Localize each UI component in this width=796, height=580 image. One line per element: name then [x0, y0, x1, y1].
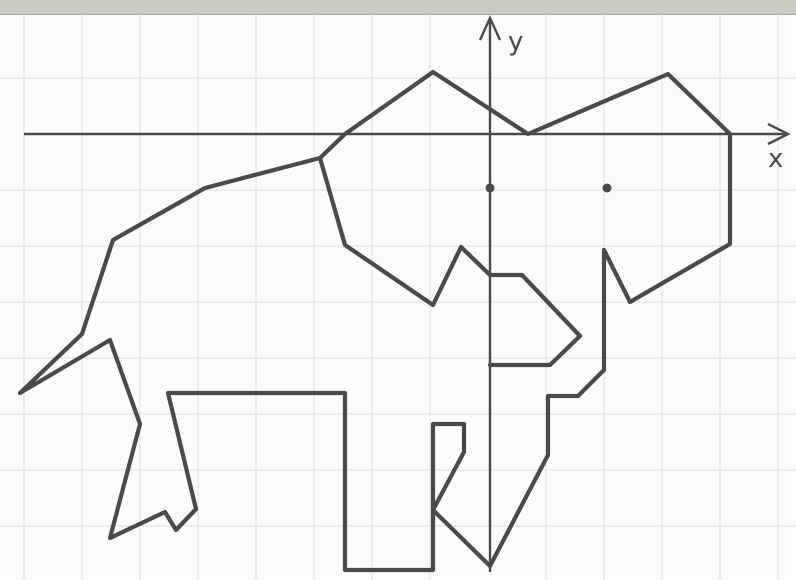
elephant-back-and-tail: [20, 72, 730, 570]
y-axis-label: y: [508, 27, 523, 57]
elephant-eye-dot: [603, 184, 612, 193]
x-axis-label: x: [768, 144, 783, 174]
elephant-ear-outline: [320, 158, 580, 365]
point-on-y-axis: [486, 184, 495, 193]
